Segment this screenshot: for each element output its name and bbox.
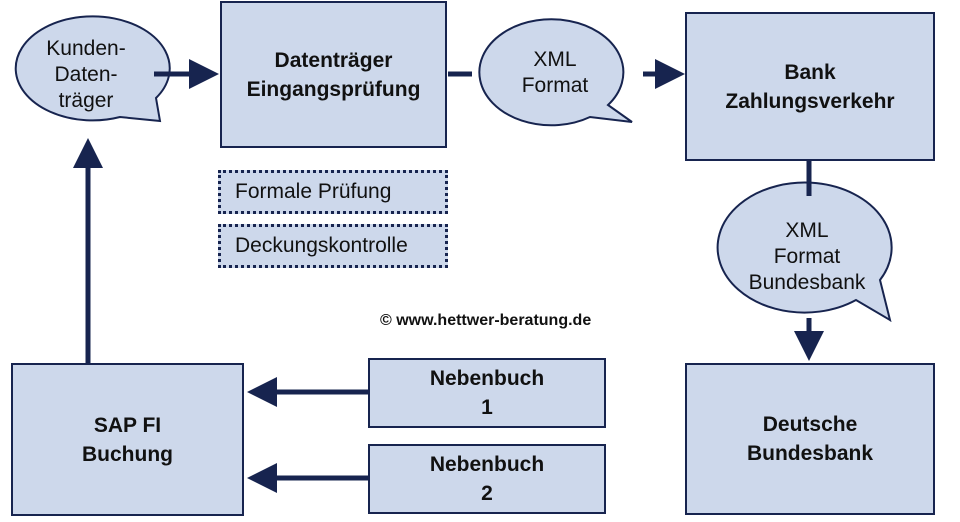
bank-line-2: Zahlungsverkehr: [725, 89, 895, 113]
pruefung-line-2: Eingangsprüfung: [246, 77, 421, 101]
bundesbank-line-2: Bundesbank: [746, 442, 874, 465]
nebenbuch-1-line-1: Nebenbuch: [429, 367, 545, 390]
copyright-text: © www.hettwer-beratung.de: [380, 312, 592, 329]
xml-bb-line-3: Bundesbank: [748, 271, 866, 294]
formale-pruefung-box: Formale Prüfung: [218, 170, 448, 214]
sap-line-1: SAP FI: [93, 413, 162, 437]
pruefung-line-1: Datenträger: [274, 48, 393, 72]
xml-bb-line-1: XML: [785, 219, 829, 242]
sap-fi-buchung-box: SAP FI Buchung: [11, 363, 244, 516]
kunden-datentraeger-bubble: [14, 15, 171, 123]
bundesbank-line-1: Deutsche: [762, 413, 858, 436]
bank-zahlungsverkehr-box: Bank Zahlungsverkehr: [685, 12, 935, 161]
deckungskontrolle-box: Deckungskontrolle: [218, 224, 448, 268]
bank-line-1: Bank: [784, 60, 836, 84]
nebenbuch-2-box: Nebenbuch 2: [368, 444, 606, 514]
xml-bb-line-2: Format: [773, 245, 841, 268]
kunden-line-1: Kunden-: [46, 37, 126, 60]
deutsche-bundesbank-box: Deutsche Bundesbank: [685, 363, 935, 515]
xml-format-bubble: [478, 18, 633, 127]
xml-format-bundesbank-bubble: [716, 181, 893, 323]
formale-pruefung-label: Formale Prüfung: [235, 180, 392, 203]
nebenbuch-2-line-2: 2: [481, 482, 493, 505]
datentraeger-eingangspruefung-box: Datenträger Eingangsprüfung: [220, 1, 447, 148]
kunden-line-2: Daten-: [54, 63, 118, 86]
xml-format-label: XML Format: [482, 47, 628, 99]
deckungskontrolle-label: Deckungskontrolle: [235, 234, 408, 257]
kunden-datentraeger-label: Kunden- Daten- träger: [20, 36, 152, 114]
kunden-line-3: träger: [58, 89, 114, 112]
nebenbuch-1-box: Nebenbuch 1: [368, 358, 606, 428]
xml-format-bundesbank-label: XML Format Bundesbank: [722, 218, 892, 296]
nebenbuch-2-line-1: Nebenbuch: [429, 453, 545, 476]
xml-line-2: Format: [521, 74, 589, 97]
xml-line-1: XML: [533, 48, 577, 71]
nebenbuch-1-line-2: 1: [481, 396, 493, 419]
sap-line-2: Buchung: [82, 442, 173, 466]
